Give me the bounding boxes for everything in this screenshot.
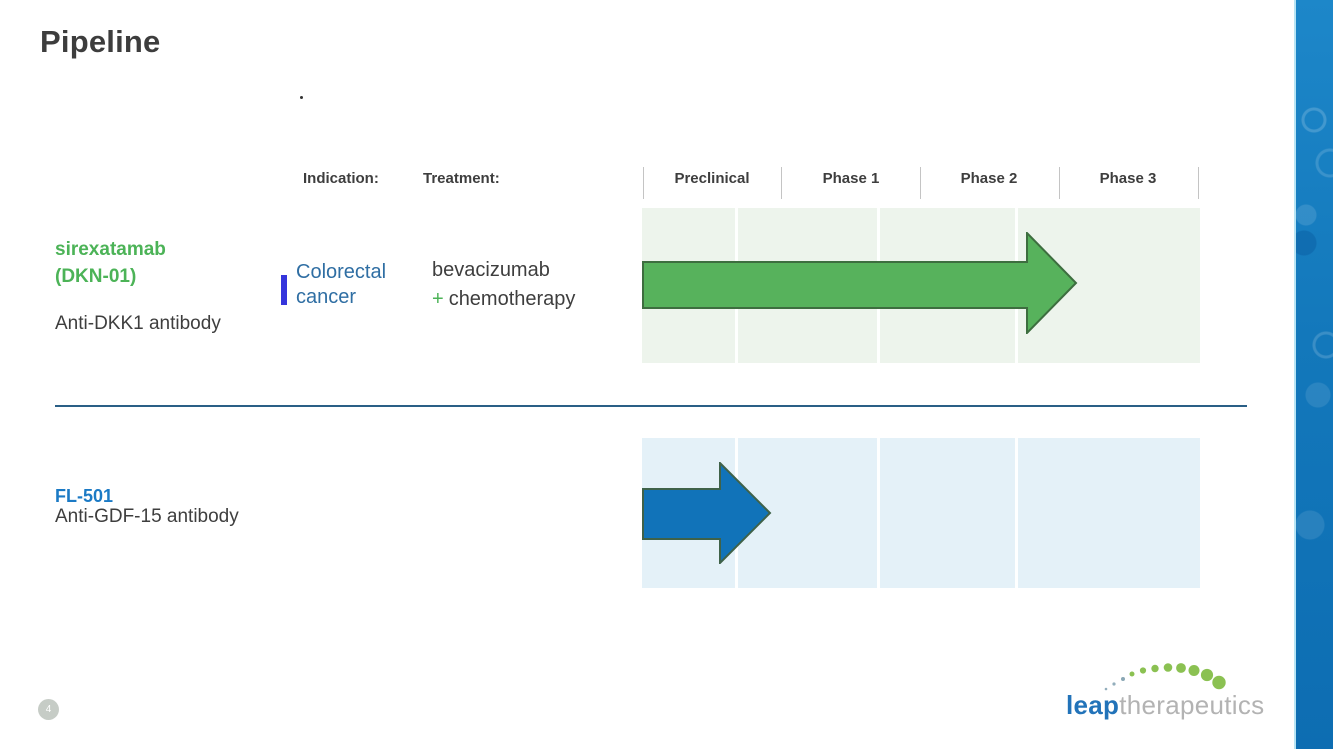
phase-divider-tick	[1198, 167, 1199, 199]
treatment-line2: +chemotherapy	[432, 285, 575, 314]
program-name-line1: sirexatamab	[55, 239, 166, 260]
treatment-column-header: Treatment:	[423, 170, 500, 187]
program-description-sirexatamab: Anti-DKK1 antibody	[55, 313, 221, 334]
program-name-fl501: FL-501	[55, 486, 114, 506]
page-number: 4	[45, 704, 52, 715]
program-description-fl501: Anti-GDF-15 antibody	[55, 506, 239, 527]
phase-divider-tick	[1059, 167, 1060, 199]
phase-divider-tick	[643, 167, 644, 199]
phase-header-phase1: Phase 1	[822, 170, 880, 187]
indication-line2: cancer	[296, 286, 357, 308]
blue-arrow-shape	[642, 462, 772, 564]
page-number-badge: 4	[38, 699, 59, 720]
logo-brand-text: leap	[1066, 690, 1120, 720]
treatment-sirexatamab: bevacizumab +chemotherapy	[432, 256, 575, 314]
phase-header-phase3: Phase 3	[1099, 170, 1157, 187]
indication-line1: Colorectal	[296, 261, 387, 283]
phase-divider-tick	[781, 167, 782, 199]
decorative-side-strip	[1294, 0, 1333, 749]
phase-header-preclinical: Preclinical	[674, 170, 750, 187]
phase-header-phase2: Phase 2	[960, 170, 1018, 187]
treatment-line2-text: chemotherapy	[448, 288, 576, 310]
logo-suffix-text: therapeutics	[1119, 690, 1265, 720]
stray-period-dot	[300, 96, 303, 99]
leap-logo-dots-icon	[1104, 663, 1226, 691]
grid-gap	[877, 438, 880, 588]
progress-arrow-sirexatamab	[642, 232, 1078, 334]
treatment-line1: bevacizumab	[432, 259, 550, 281]
indication-column-header: Indication:	[303, 170, 379, 187]
green-arrow-shape	[642, 232, 1078, 334]
program-name-sirexatamab: sirexatamab (DKN-01)	[55, 236, 166, 290]
indication-accent-bar	[281, 275, 287, 305]
grid-gap	[1015, 438, 1018, 588]
program-name-line2: (DKN-01)	[55, 266, 137, 287]
indication-sirexatamab: Colorectal cancer	[296, 260, 386, 310]
plus-sign: +	[432, 288, 444, 310]
section-divider-line	[55, 405, 1247, 407]
progress-arrow-fl501	[642, 462, 772, 564]
phase-divider-tick	[920, 167, 921, 199]
page-title: Pipeline	[40, 24, 161, 59]
leap-therapeutics-logo: leaptherapeutics	[1066, 690, 1264, 721]
